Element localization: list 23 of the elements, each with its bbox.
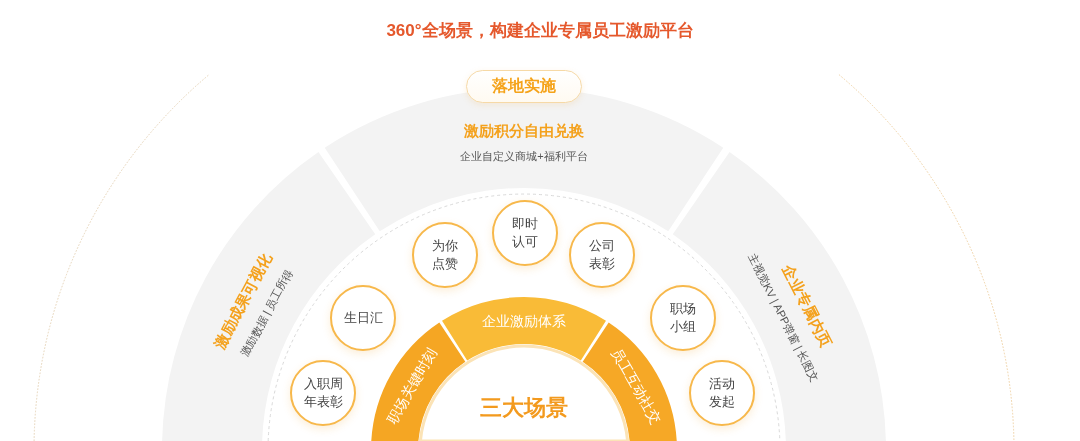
scene-circle [412, 222, 478, 288]
scene-circle [689, 360, 755, 426]
circle-label: 公司表彰 [588, 237, 616, 273]
band-label: 企业激励体系 [482, 312, 566, 330]
circle-label: 活动发起 [708, 375, 736, 411]
scene-circle [290, 360, 356, 426]
scene-circle [492, 200, 558, 266]
circle-label: 即时认可 [511, 215, 539, 251]
circle-label: 为你点赞 [431, 237, 459, 273]
circle-label: 职场小组 [669, 300, 697, 336]
band-label: 职场关键时刻 [384, 344, 441, 427]
scene-circle [650, 285, 716, 351]
diagram-title: 360°全场景，构建企业专属员工激励平台 [386, 20, 694, 42]
circle-label: 生日汇 [343, 309, 383, 327]
segment-subtitle: 企业自定义商城+福利平台 [460, 150, 588, 164]
scene-circle [569, 222, 635, 288]
circle-label: 入职周年表彰 [303, 375, 343, 411]
center-label: 三大场景 [480, 394, 568, 422]
segment-heading: 激励积分自由兑换 [464, 122, 584, 140]
band-label: 员工互动社交 [607, 344, 664, 427]
tag-label: 落地实施 [492, 76, 556, 96]
tag-pill [466, 70, 582, 103]
scene-circle [330, 285, 396, 351]
